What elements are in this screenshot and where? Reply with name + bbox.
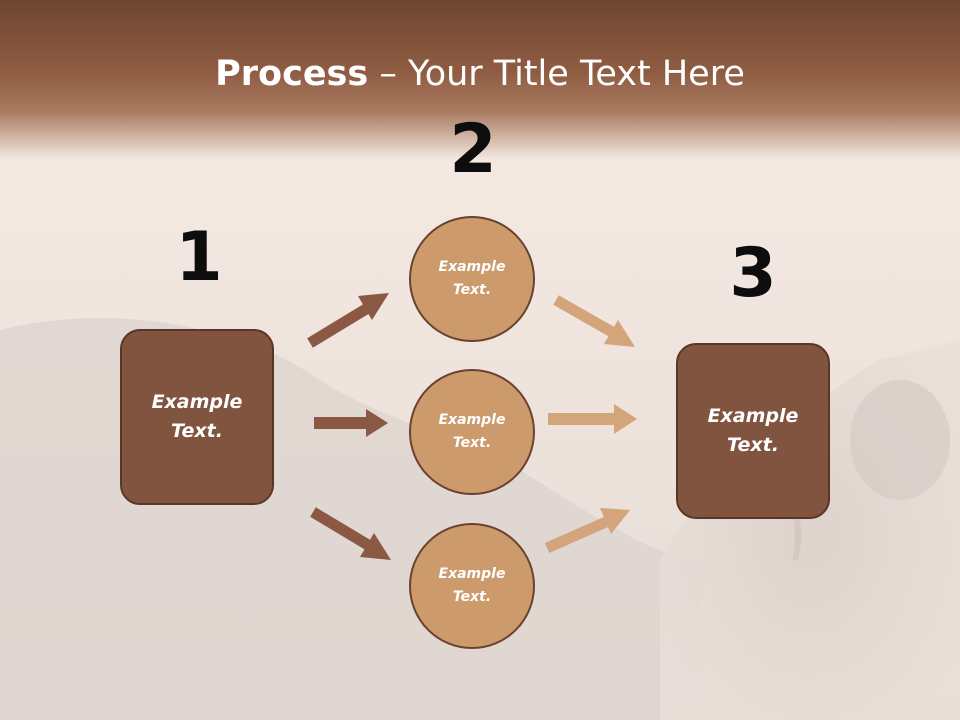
step-number-3: 3 [729, 234, 777, 313]
circle-bottom: Example Text. [409, 523, 535, 649]
arrow-left-to-middle [314, 409, 388, 437]
header-band [0, 0, 960, 160]
circle-middle-text: Example Text. [438, 412, 506, 451]
arrow-bottom-to-right [544, 508, 630, 554]
slide-title: Process – Your Title Text Here [0, 52, 960, 96]
left-box: Example Text. [120, 329, 274, 505]
left-box-text: Example Text. [151, 391, 243, 442]
step-number-1: 1 [175, 218, 223, 297]
arrow-top-to-right [553, 295, 635, 347]
circle-middle: Example Text. [409, 369, 535, 495]
arrow-middle-to-right [548, 404, 637, 434]
title-rest: – Your Title Text Here [368, 54, 745, 94]
circle-top-text: Example Text. [438, 259, 506, 298]
title-bold: Process [215, 54, 369, 94]
arrow-left-to-bottom [310, 507, 391, 560]
circle-top: Example Text. [409, 216, 535, 342]
arrow-left-to-top [307, 293, 389, 348]
step-number-2: 2 [449, 110, 497, 189]
right-box: Example Text. [676, 343, 830, 519]
right-box-text: Example Text. [707, 405, 799, 456]
circle-bottom-text: Example Text. [438, 566, 506, 605]
